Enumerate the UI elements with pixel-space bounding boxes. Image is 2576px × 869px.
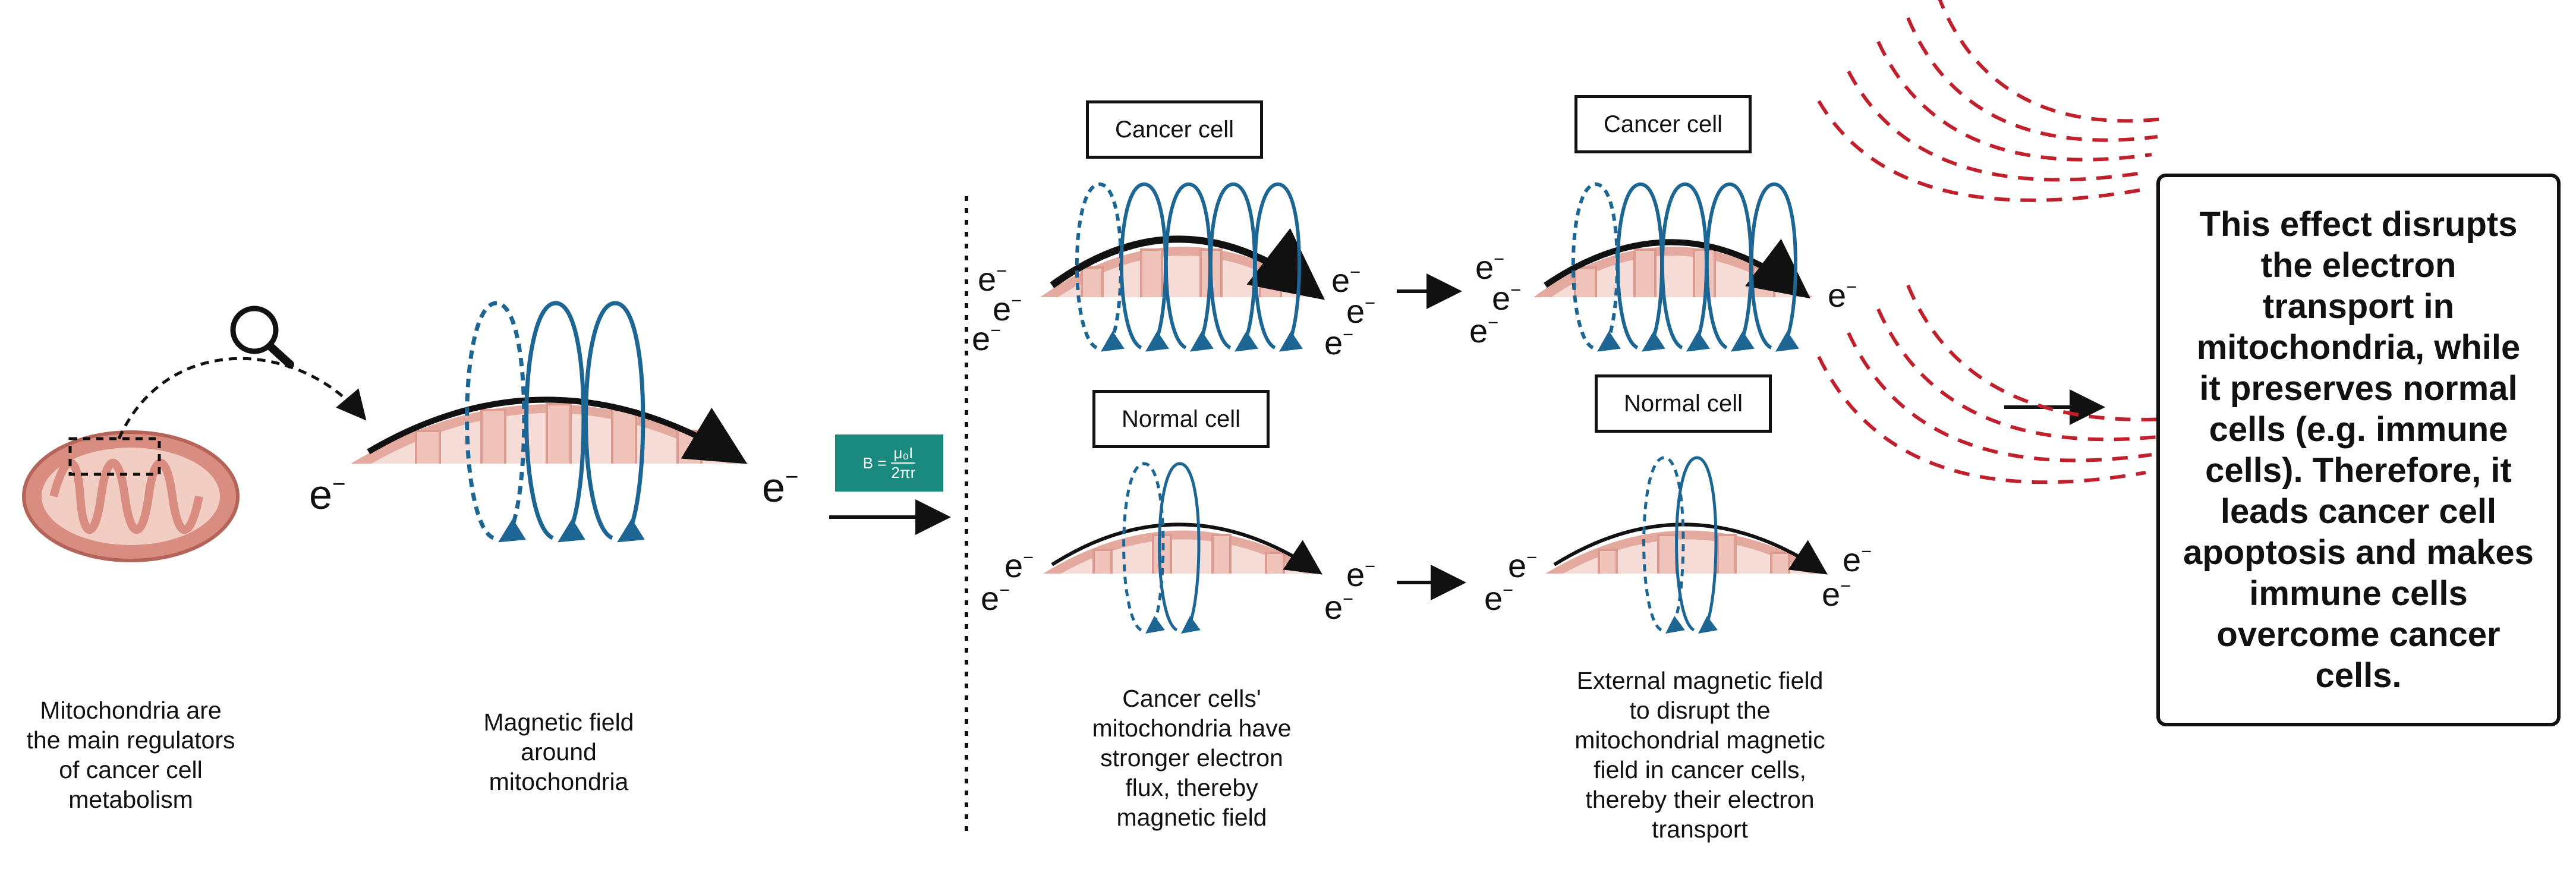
- formula-numerator: μ₀I: [891, 444, 916, 464]
- electron-symbol: e−: [978, 260, 1007, 298]
- mitochondrion-icon: [22, 430, 240, 562]
- formula-fraction: μ₀I 2πr: [891, 444, 915, 482]
- electron-symbol: e−: [1843, 541, 1872, 579]
- external-field-waves: [1817, 0, 2164, 484]
- electron-symbol: e−: [1484, 580, 1514, 618]
- electron-symbol: e−: [1004, 547, 1034, 585]
- electron-symbol: e−: [1331, 262, 1361, 300]
- mitochondria-with-field: [351, 301, 749, 543]
- electron-symbol: e−: [993, 290, 1022, 328]
- electron-symbol: e−: [1324, 324, 1354, 362]
- normal-mito-preserved: [1545, 456, 1828, 634]
- electron-symbol: e−: [1475, 248, 1505, 286]
- caption-external-field: External magnetic field to disrupt the m…: [1574, 667, 1825, 843]
- electron-symbol: e−: [1822, 575, 1851, 613]
- magnifier-icon: [230, 306, 294, 369]
- zoom-arrow: [117, 357, 367, 440]
- normal-mito-field: [1043, 462, 1322, 634]
- electron-symbol: e−: [1469, 312, 1499, 350]
- electron-symbol: e−: [972, 320, 1002, 358]
- formula-badge: B = μ₀I 2πr: [835, 434, 943, 492]
- electron-symbol: e−: [1324, 588, 1354, 626]
- formula-denominator: 2πr: [891, 464, 916, 481]
- caption-cancer-flux: Cancer cells' mitochondria have stronger…: [1092, 685, 1292, 831]
- electron-symbol: e−: [1508, 547, 1538, 585]
- electron-symbol: e−: [1346, 292, 1376, 330]
- cancer-mito-disrupted: [1533, 182, 1813, 352]
- conclusion-text: This effect disrupts the electron transp…: [2183, 205, 2534, 695]
- electron-symbol: e−: [309, 471, 346, 518]
- electron-symbol: e−: [981, 580, 1010, 618]
- electron-symbol: e−: [762, 464, 799, 511]
- electron-symbol: e−: [1346, 556, 1376, 594]
- caption-magnetic-field: Magnetic field around mitochondria: [483, 709, 634, 795]
- label-cancer-cell-strong: Cancer cell: [1086, 100, 1263, 159]
- electron-symbol: e−: [1828, 276, 1857, 314]
- label-normal-cell-strong: Normal cell: [1092, 390, 1270, 448]
- caption-mitochondria: Mitochondria are the main regulators of …: [26, 697, 235, 813]
- label-cancer-cell-disrupted: Cancer cell: [1574, 95, 1752, 153]
- conclusion-box: This effect disrupts the electron transp…: [2156, 174, 2561, 726]
- cancer-mito-strong-field: [1040, 182, 1325, 352]
- electron-symbol: e−: [1492, 279, 1522, 317]
- formula-lhs: B =: [862, 454, 887, 472]
- label-normal-cell-preserved: Normal cell: [1595, 374, 1772, 433]
